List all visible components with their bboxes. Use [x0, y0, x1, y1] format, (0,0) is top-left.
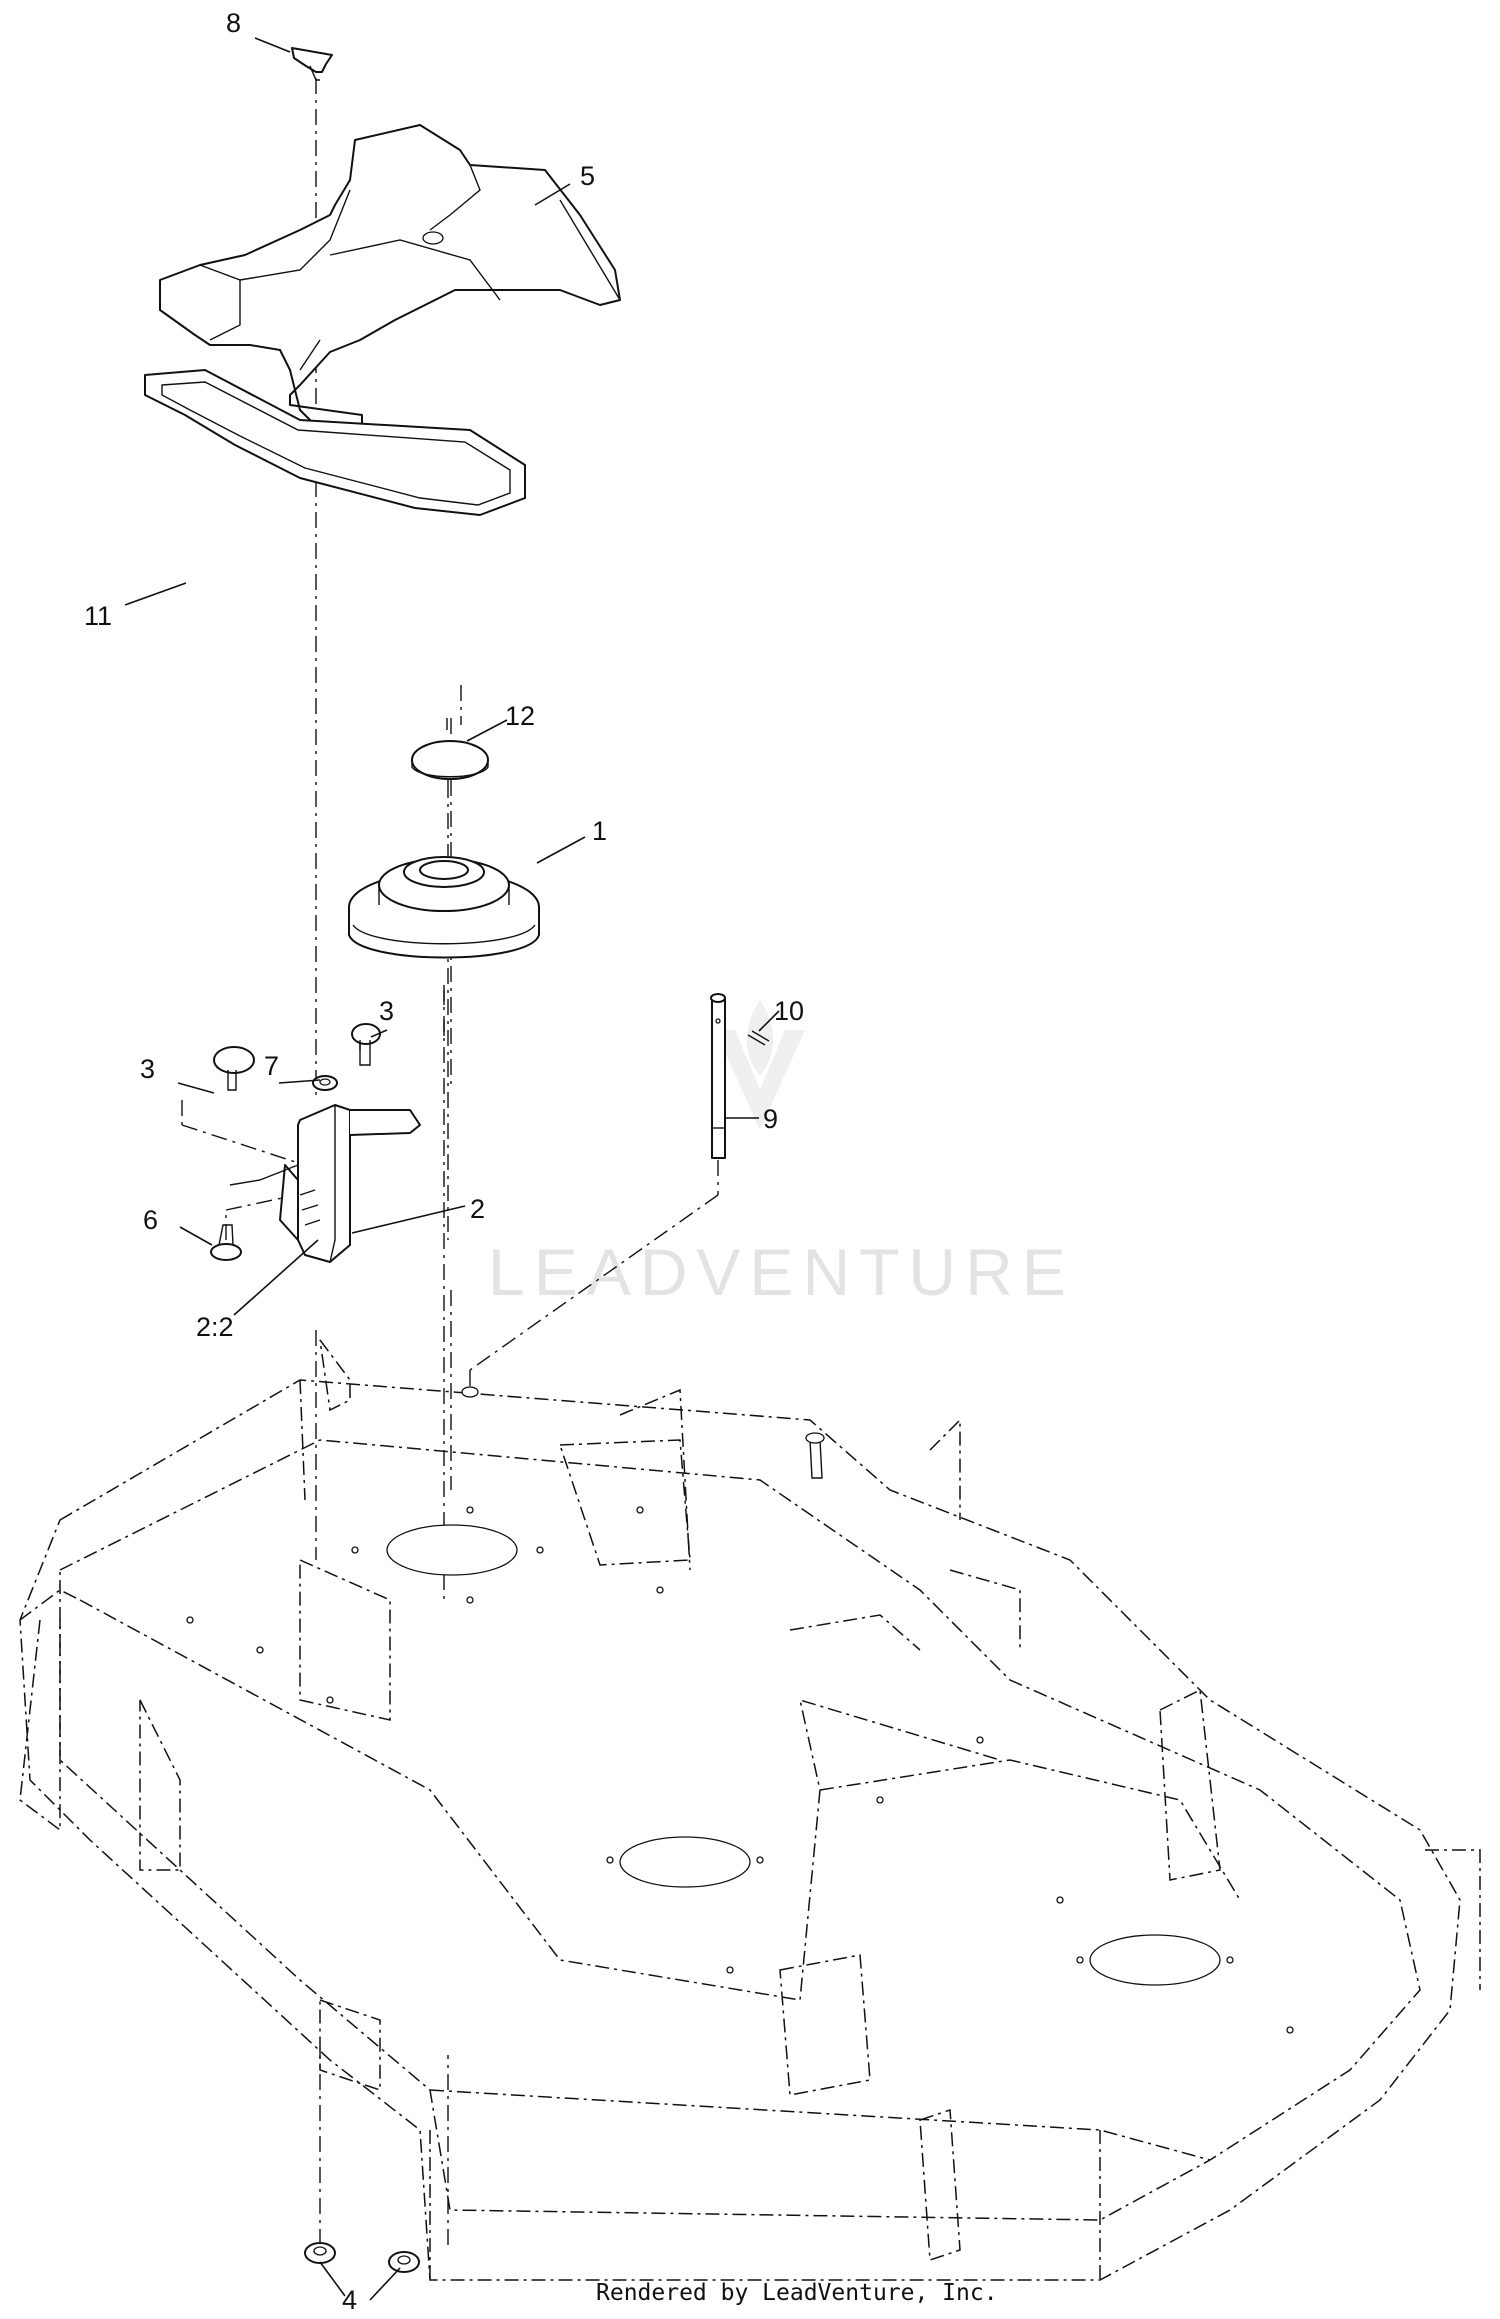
watermark: LEADVENTURE — [488, 1000, 1075, 1309]
leader-lines — [124, 37, 780, 2301]
callout-3b: 3 — [379, 996, 394, 1026]
watermark-logo-icon — [715, 1000, 805, 1130]
callout-7: 7 — [264, 1051, 279, 1081]
callout-12: 12 — [505, 701, 535, 731]
watermark-text: LEADVENTURE — [488, 1235, 1075, 1309]
part-6-bolt — [210, 1224, 242, 1261]
callouts: 8 5 11 12 1 10 3 3 7 9 2 6 2:2 4 — [84, 8, 804, 2315]
callout-3a: 3 — [140, 1054, 155, 1084]
callout-8: 8 — [226, 8, 241, 38]
mower-deck — [19, 1339, 1481, 2281]
part-3-bolt-left — [213, 1046, 255, 1091]
part-1-pulley — [348, 856, 540, 959]
callout-10: 10 — [774, 996, 804, 1026]
callout-1: 1 — [592, 816, 607, 846]
part-4-nut-left — [304, 2242, 336, 2264]
part-5-belt-cover — [159, 124, 621, 446]
part-10-clip — [747, 1030, 770, 1046]
callout-9: 9 — [763, 1104, 778, 1134]
callout-2-2: 2:2 — [196, 1312, 234, 1342]
part-9-pin — [710, 993, 726, 1159]
callout-11: 11 — [84, 601, 112, 631]
callout-2: 2 — [470, 1194, 485, 1224]
part-2-bracket — [229, 1104, 421, 1263]
callout-5: 5 — [580, 161, 595, 191]
part-11-belt — [144, 369, 526, 516]
callout-4: 4 — [342, 2285, 357, 2315]
part-8-knob — [291, 47, 333, 81]
callout-6: 6 — [143, 1205, 158, 1235]
part-3-bolt-right — [351, 1023, 381, 1066]
part-12-cap — [411, 740, 489, 780]
part-7-washer — [312, 1075, 338, 1091]
footer-credit: Rendered by LeadVenture, Inc. — [596, 2280, 998, 2306]
part-4-nut-right — [388, 2251, 420, 2273]
